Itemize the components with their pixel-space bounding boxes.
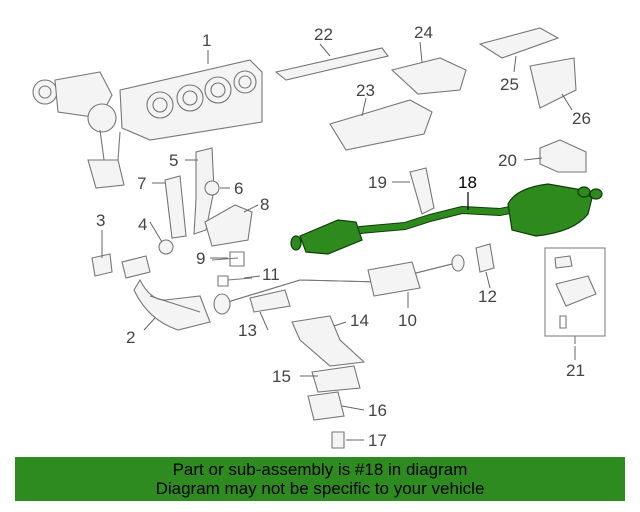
part-15-mount: [311, 365, 361, 393]
part-2-front-pipe: [121, 255, 211, 331]
callout-7: 7: [137, 174, 146, 193]
part-12-clamp: [475, 243, 495, 273]
part-22-heat-shield: [274, 47, 389, 81]
exhaust-parts-diagram: 1 2 3 4 5 6 7 8 9 10 11 12 13 14 15 16 1…: [32, 23, 606, 450]
callout-19: 19: [368, 173, 387, 192]
callout-21: 21: [566, 361, 585, 380]
part-9-bolt: [211, 251, 245, 267]
part-16-mount: [307, 391, 345, 421]
part-6-nut: [204, 180, 220, 196]
part-3-gasket: [91, 253, 113, 277]
callout-23: 23: [356, 81, 375, 100]
part-8-bracket: [204, 204, 253, 247]
part-20-hanger: [539, 139, 587, 173]
callout-18: 18: [458, 173, 477, 192]
part-11-bolt: [217, 275, 253, 287]
callout-1: 1: [202, 31, 211, 50]
part-4-nut: [158, 239, 174, 255]
part-21-tip-kit: [544, 247, 606, 344]
callout-16: 16: [368, 401, 387, 420]
banner-line-1: Part or sub-assembly is #18 in diagram: [172, 460, 468, 479]
callout-14: 14: [350, 311, 369, 330]
part-5-bracket: [193, 147, 215, 235]
part-1-exhaust-manifold: [32, 59, 263, 189]
callout-22: 22: [314, 25, 333, 44]
callout-17: 17: [368, 431, 387, 450]
callout-24: 24: [414, 23, 433, 42]
callout-11: 11: [262, 265, 280, 284]
callout-26: 26: [572, 109, 591, 128]
part-19-hanger: [409, 167, 435, 215]
callout-4: 4: [138, 215, 147, 234]
part-25-heat-shield: [478, 27, 560, 59]
part-14-bracket: [291, 315, 366, 367]
callout-2: 2: [126, 328, 135, 347]
callout-6: 6: [234, 179, 243, 198]
info-banner: Part or sub-assembly is #18 in diagram D…: [15, 457, 625, 501]
part-17-bolt: [331, 431, 345, 449]
callout-8: 8: [260, 195, 269, 214]
callout-9: 9: [196, 249, 205, 268]
callout-labels: 1 2 3 4 5 6 7 8 9 10 11 12 13 14 15 16 1…: [96, 23, 591, 450]
callout-10: 10: [398, 311, 417, 330]
part-23-heat-shield: [329, 99, 433, 151]
callout-13: 13: [238, 321, 257, 340]
callout-12: 12: [478, 287, 497, 306]
callout-25: 25: [500, 75, 519, 94]
callout-5: 5: [169, 151, 178, 170]
part-7-strap: [164, 175, 187, 239]
part-10-intermediate-pipe: [213, 254, 465, 315]
callout-leader-lines: [101, 41, 576, 441]
callout-20: 20: [498, 151, 517, 170]
part-26-heat-shield: [529, 57, 577, 109]
part-24-heat-shield: [390, 57, 467, 95]
banner-line-2: Diagram may not be specific to your vehi…: [155, 479, 485, 498]
callout-15: 15: [272, 367, 291, 386]
part-18-exhaust-system-highlighted: [290, 183, 603, 255]
part-13-hanger: [249, 289, 291, 313]
callout-3: 3: [96, 211, 105, 230]
